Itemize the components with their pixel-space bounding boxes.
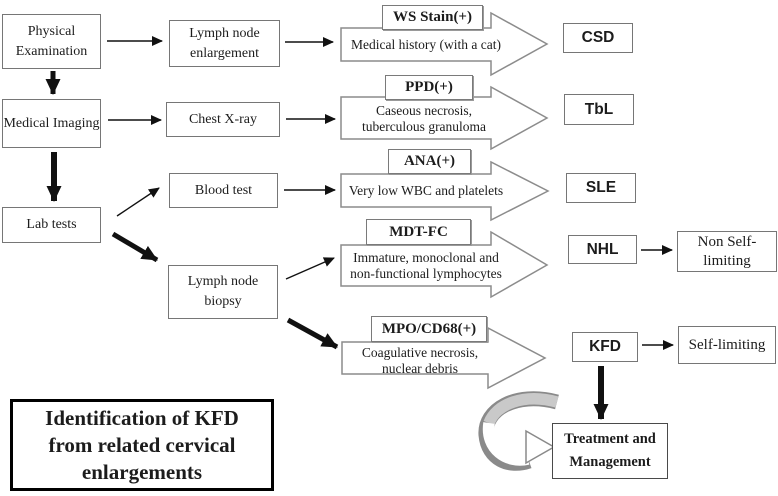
marker-mdt-fc-label: MDT-FC [389, 223, 448, 240]
node-lab-tests: Lab tests [2, 207, 101, 243]
node-nhl-label: NHL [586, 240, 619, 258]
node-non-self-limiting: Non Self-limiting [677, 231, 777, 272]
finding-low-wbc: Very low WBC and platelets [341, 176, 511, 206]
block-arrow-sle [340, 160, 550, 222]
node-chest-xray: Chest X-ray [166, 102, 280, 137]
finding-medical-history: Medical history (with a cat) [341, 30, 511, 60]
node-self-limiting-label: Self-limiting [688, 336, 766, 353]
finding-coagulative-necrosis-text: Coagulative necrosis, nuclear debris [361, 344, 479, 377]
marker-ana: ANA(+) [388, 149, 471, 174]
finding-medical-history-text: Medical history (with a cat) [351, 36, 501, 52]
finding-immature-lymphocytes-text: Immature, monoclonal and non-functional … [350, 249, 502, 282]
finding-immature-lymphocytes: Immature, monoclonal and non-functional … [343, 248, 509, 284]
node-lab-tests-label: Lab tests [26, 217, 77, 232]
marker-ppd: PPD(+) [385, 75, 473, 100]
arrow-biopsy-to-mpo [286, 317, 339, 350]
node-blood-test-label: Blood test [194, 182, 253, 198]
node-physical-examination-label: Physical Examination [15, 23, 88, 59]
node-treatment-management-label: Treatment and Management [564, 431, 656, 470]
marker-ppd-label: PPD(+) [405, 79, 453, 95]
block-arrow-kfd [341, 326, 547, 390]
node-treatment-management: Treatment and Management [552, 423, 668, 479]
arrow-labtests-to-biopsy [111, 231, 159, 263]
arrow-biopsy-to-mdtfc [285, 257, 335, 280]
node-blood-test: Blood test [169, 173, 278, 208]
loop-arrow-icon [478, 391, 559, 471]
node-csd: CSD [563, 23, 633, 53]
marker-ws-stain: WS Stain(+) [382, 5, 483, 30]
arrow-labtests-to-bloodtest [116, 187, 160, 217]
marker-mpo-cd68: MPO/CD68(+) [371, 316, 487, 342]
figure-title: Identification of KFD from related cervi… [45, 405, 239, 484]
node-medical-imaging-label: Medical Imaging [3, 115, 100, 131]
node-tbl: TbL [564, 94, 634, 125]
node-lymph-node-biopsy: Lymph node biopsy [168, 265, 278, 319]
marker-mdt-fc: MDT-FC [366, 219, 471, 245]
marker-ana-label: ANA(+) [403, 153, 456, 169]
node-lymph-node-enlargement: Lymph node enlargement [169, 20, 280, 67]
node-csd-label: CSD [581, 29, 615, 46]
finding-caseous-necrosis: Caseous necrosis, tuberculous granuloma [344, 101, 504, 137]
node-chest-xray-label: Chest X-ray [188, 111, 258, 127]
marker-mpo-cd68-label: MPO/CD68(+) [381, 320, 477, 337]
node-lymph-node-biopsy-label: Lymph node biopsy [187, 274, 259, 309]
finding-low-wbc-text: Very low WBC and platelets [348, 182, 504, 198]
figure-title-box: Identification of KFD from related cervi… [10, 399, 274, 491]
node-sle-label: SLE [585, 179, 617, 196]
marker-ws-stain-label: WS Stain(+) [393, 9, 472, 25]
node-medical-imaging: Medical Imaging [2, 99, 101, 148]
node-nhl: NHL [568, 235, 637, 264]
node-lymph-node-enlargement-label: Lymph node enlargement [189, 25, 260, 61]
node-kfd: KFD [572, 332, 638, 362]
node-tbl-label: TbL [584, 100, 614, 118]
node-sle: SLE [566, 173, 636, 203]
node-non-self-limiting-label: Non Self-limiting [697, 233, 757, 269]
node-self-limiting: Self-limiting [678, 326, 776, 364]
finding-caseous-necrosis-text: Caseous necrosis, tuberculous granuloma [361, 102, 487, 135]
finding-coagulative-necrosis: Coagulative necrosis, nuclear debris [344, 344, 496, 378]
block-arrow-nhl [340, 230, 549, 299]
node-kfd-label: KFD [589, 338, 621, 355]
node-physical-examination: Physical Examination [2, 14, 101, 69]
block-arrow-tbl [340, 85, 549, 151]
